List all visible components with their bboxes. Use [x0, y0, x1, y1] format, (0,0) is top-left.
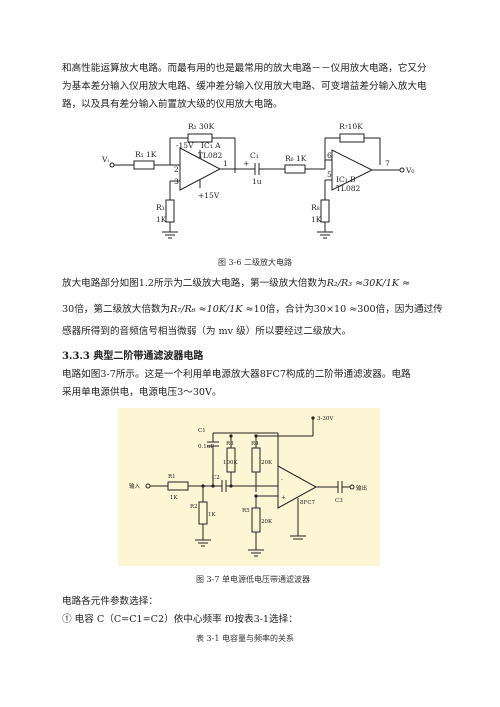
fig2-r5-label: R5 [242, 508, 250, 514]
fig1-ic2-label: IC₁ B [336, 175, 356, 184]
gain-line-3: 感器所得到的音频信号相当微弱（为 mv 级）所以要经过二级放大。 [62, 326, 352, 337]
gain-formula-1: R₂/R₃ ≈30K/1K ≈ [326, 278, 411, 289]
fig1-ic2-part: TL082 [336, 184, 361, 193]
intro-line-2: 为基本差分输入仪用放大电路、缓冲差分输入仪用放大电路、可变增益差分输入放大电 [62, 81, 427, 92]
figure-3-6-caption: 图 3-6 二级放大电路 [218, 258, 292, 267]
fig1-vout-label: V₀ [405, 166, 414, 175]
fig1-c1-value: 1u [252, 177, 262, 186]
fig1-pin6: 6 [327, 151, 332, 160]
fig1-c1-label: C₁ [250, 151, 259, 160]
gain-line-2-prefix: 30倍，第二级放大倍数为 [62, 304, 171, 315]
figure-3-6-circuit: Vᵢ R₁ 1K R₂ 30K -15V IC₁ A TL082 2 3 1 +… [101, 122, 414, 239]
fig1-ic1-label: IC₁ A [201, 141, 221, 150]
filter-line-1: 电路如图3-7所示。这是一个利用单电源放大器8FC7构成的二阶带通滤波器。电路 [62, 369, 411, 380]
fig1-vin-label: Vᵢ [101, 155, 109, 164]
section-heading: 3.3.3 典型二阶带通滤波器电路 [62, 351, 204, 362]
fig1-r7-label: R₇10K [339, 122, 363, 131]
fig2-r3-label: R3 [226, 441, 234, 447]
table-3-1-caption: 表 3-1 电容量与频率的关系 [196, 634, 294, 643]
fig1-plus: + [243, 159, 249, 168]
fig1-r2-label: R₂ 30K [188, 122, 215, 131]
fig2-output-label: 输出 [356, 484, 367, 492]
fig1-pin7: 7 [385, 159, 390, 168]
fig2-input-label: 输入 [129, 482, 141, 490]
fig1-ic1-part: TL082 [198, 151, 223, 160]
fig1-pin5: 5 [327, 170, 332, 179]
intro-line-3: 路，以及具有差分输入前置放大级的仪用放大电路。 [62, 99, 283, 110]
fig1-r3-value: 1K [156, 215, 167, 224]
figure-3-7-circuit: 3-30V C1 0.1uF R3 100K R4 20K C2 R1 1K R… [118, 408, 380, 566]
intro-line-1: 和高性能运算放大电路。而最有用的也是最常用的放大电路－－仪用放大电路，它又分 [62, 63, 427, 74]
fig2-r2-label: R2 [190, 504, 198, 510]
fig1-pos15-label: +15V [198, 191, 220, 200]
fig1-r1-label: R₁ 1K [135, 150, 157, 159]
fig2-r3-value: 100K [223, 460, 238, 466]
gain-line-1: 放大电路部分如图1.2所示为二级放大电路，第一级放大倍数为R₂/R₃ ≈30K/… [62, 275, 452, 293]
fig2-c3-label: C3 [335, 498, 343, 504]
fig2-r4-label: R4 [251, 441, 259, 447]
fig2-supply-label: 3-30V [317, 416, 334, 422]
fig2-r1-label: R1 [168, 474, 176, 480]
fig2-c2-label: C2 [212, 475, 220, 481]
fig2-plus: + [281, 495, 286, 501]
figure-3-7-caption: 图 3-7 单电源低电压带通滤波器 [196, 575, 310, 584]
fig2-r5-value: 20K [261, 519, 273, 525]
fig1-r8-label: R₈ [311, 203, 320, 212]
fig2-c1-label: C1 [198, 428, 206, 434]
gain-line-2: 30倍，第二级放大倍数为R₇/R₆ ≈10K/1K ≈10倍，合计为30×10 … [62, 301, 452, 319]
gain-line-1-text: 放大电路部分如图1.2所示为二级放大电路，第一级放大倍数为 [62, 278, 327, 289]
fig2-r2-value: 1K [208, 512, 216, 518]
fig1-r3-label: R₃ [156, 203, 165, 212]
params-title: 电路各元件参数选择： [62, 596, 158, 607]
fig2-r4-value: 20K [261, 460, 273, 466]
params-item-1: ① 电容 C（C=C1=C2）依中心频率 f0按表3-1选择： [62, 614, 298, 625]
fig1-r6-label: R₆ 1K [285, 154, 307, 163]
fig1-pin2: 2 [174, 165, 179, 174]
fig1-r8-value: 1K [311, 215, 322, 224]
fig2-chip-label: 8FC7 [300, 500, 316, 506]
gain-line-2-suffix: 10倍，合计为30×10 ≈300倍，因为通过传 [253, 304, 443, 315]
fig2-minus: - [281, 477, 283, 483]
fig2-r1-value: 1K [170, 495, 178, 501]
fig1-pin1: 1 [223, 159, 228, 168]
filter-line-2: 采用单电源供电，电源电压3～30V。 [62, 387, 222, 398]
fig1-neg15-label: -15V [176, 141, 194, 150]
fig2-c1-value: 0.1uF [198, 444, 214, 450]
fig1-pin3: 3 [174, 177, 179, 186]
gain-formula-2: R₇/R₆ ≈10K/1K ≈ [170, 304, 254, 315]
